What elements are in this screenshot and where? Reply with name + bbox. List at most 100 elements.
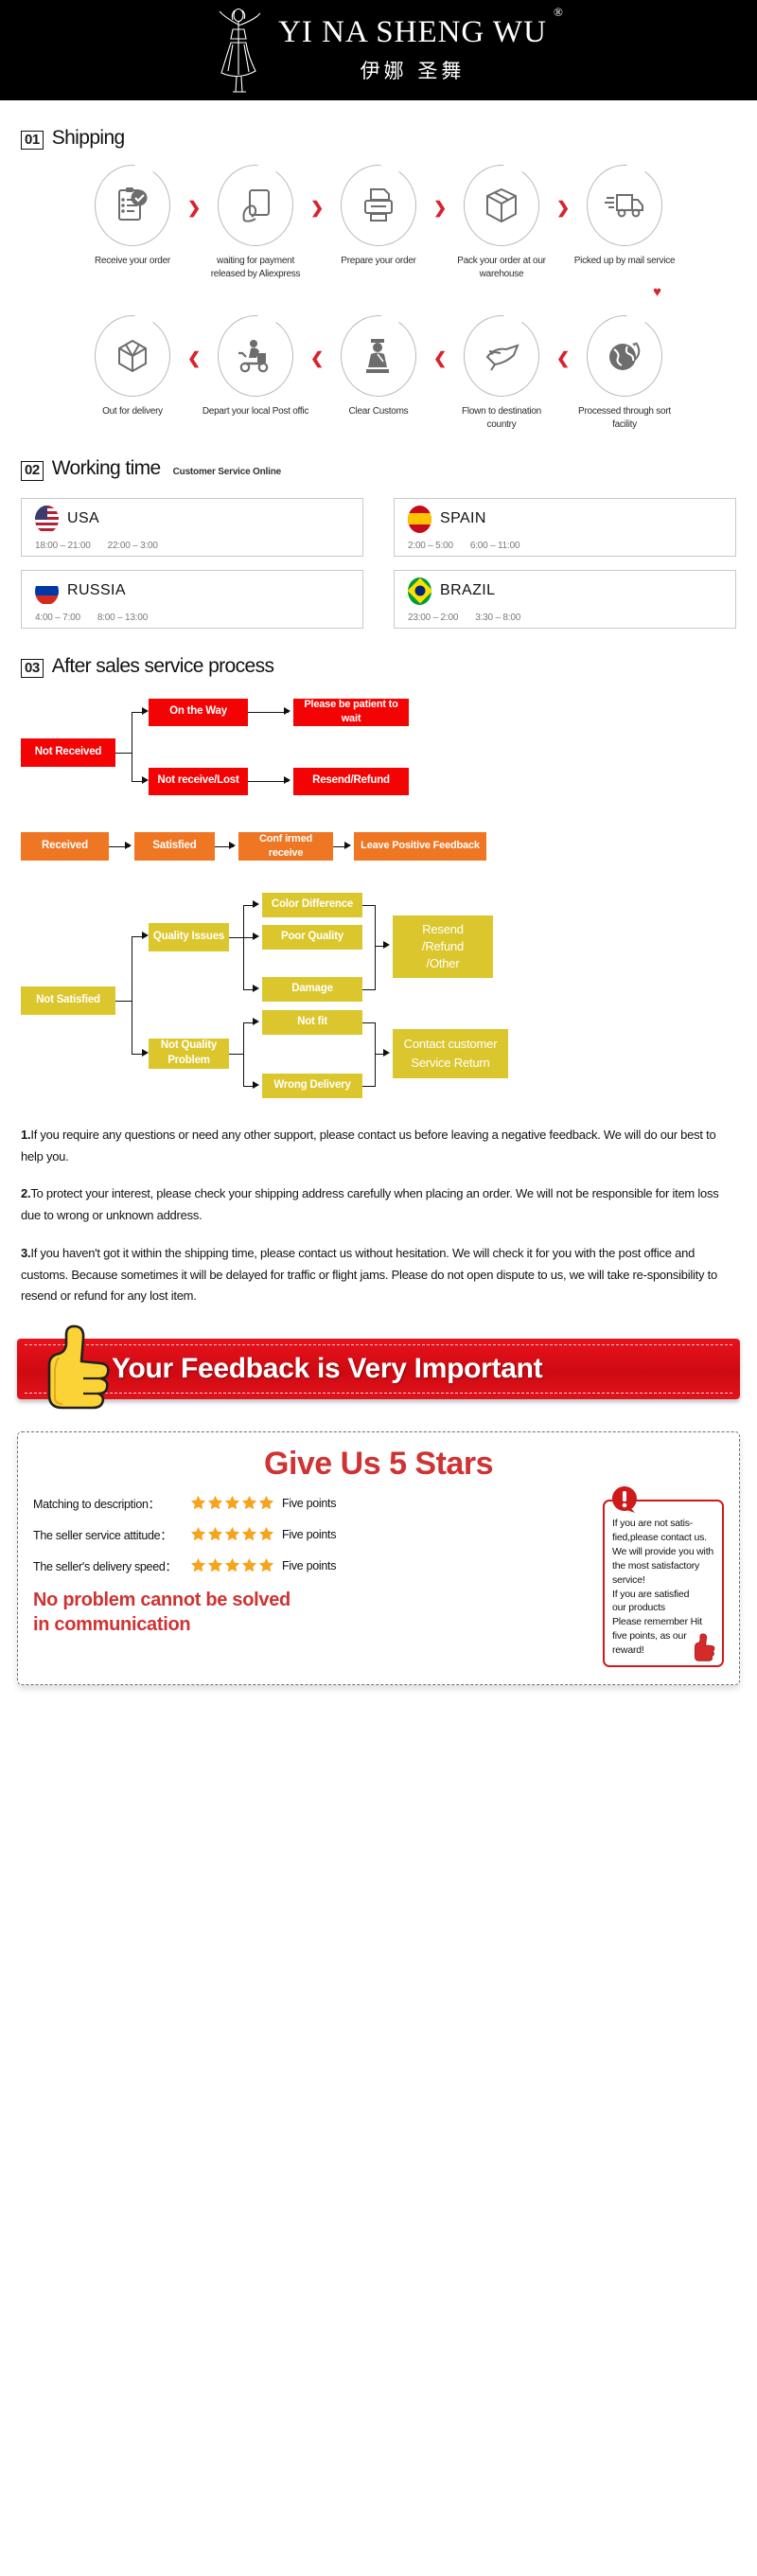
step-label: Processed through sort facility: [578, 406, 671, 430]
star-group[interactable]: [190, 1557, 274, 1573]
star-icon[interactable]: [258, 1495, 274, 1511]
star-group[interactable]: [190, 1526, 274, 1542]
note-number: 2.: [21, 1186, 31, 1201]
star-icon[interactable]: [190, 1526, 206, 1542]
truck-icon: [605, 194, 643, 218]
flow-node-quality-issues: Quality Issues: [149, 922, 229, 951]
warning-line: fied,please contact us.: [612, 1531, 707, 1543]
star-icon[interactable]: [207, 1526, 223, 1542]
time-slots: 4:00 – 7:00 8:00 – 13:00: [35, 613, 349, 623]
flow-node-received: Received: [21, 831, 109, 861]
step-oval: [341, 315, 416, 398]
star-icon[interactable]: [190, 1495, 206, 1511]
flow-node-wrong-delivery: Wrong Delivery: [262, 1073, 362, 1098]
star-group[interactable]: [190, 1495, 274, 1511]
shipping-section: 01 Shipping Receive your order ❯: [0, 127, 757, 431]
star-icon[interactable]: [207, 1495, 223, 1511]
flow-node-not-fit: Not fit: [262, 1009, 362, 1035]
working-time-card-brazil: BRAZIL 23:00 – 2:00 3:30 – 8:00: [394, 569, 736, 629]
rating-row: The seller's delivery speed： Five points: [33, 1556, 591, 1574]
flow-node-on-the-way: On the Way: [149, 698, 248, 726]
star-icon[interactable]: [224, 1557, 240, 1573]
rating-row: Matching to description： Five points: [33, 1494, 591, 1512]
flow-node-color-difference: Color Difference: [262, 892, 362, 917]
step-oval: [95, 315, 170, 398]
flow-received: Received Satisfied Conf irmed receive Le…: [21, 831, 736, 876]
rating-label: Matching to description：: [33, 1498, 160, 1511]
note-item: 1.If you require any questions or need a…: [21, 1125, 736, 1168]
refund-line: /Refund: [421, 938, 465, 953]
shipping-row-backward: Out for delivery ❮ Depart your local Pos…: [21, 315, 736, 431]
step-label: Pack your order at our warehouse: [457, 256, 546, 279]
star-icon[interactable]: [224, 1495, 240, 1511]
working-time-section: 02 Working time Customer Service Online …: [0, 457, 757, 629]
star-icon[interactable]: [207, 1557, 223, 1573]
shipping-row-forward: Receive your order ❯ waiting for payment…: [21, 165, 736, 280]
no-problem-line2: in communication: [33, 1614, 191, 1635]
star-icon[interactable]: [241, 1557, 257, 1573]
section-title: Working time: [51, 457, 162, 480]
rating-points: Five points: [282, 1558, 337, 1572]
shipping-step: Picked up by mail service: [570, 165, 679, 268]
warning-line: five points, as our: [612, 1630, 687, 1643]
country-name: SPAIN: [440, 510, 486, 526]
scooter-courier-icon: [238, 340, 269, 373]
shipping-heading: 01 Shipping: [21, 127, 736, 151]
no-problem-text: No problem cannot be solved in communica…: [33, 1588, 591, 1637]
flow-node-poor-quality: Poor Quality: [262, 924, 362, 950]
step-oval: [464, 165, 539, 247]
exclamation-icon: [611, 1486, 637, 1513]
flow-not-satisfied: Not Satisfied Quality Issues Color Diffe…: [21, 892, 736, 1100]
after-sales-heading: 03 After sales service process: [21, 655, 736, 678]
shipping-step: Out for delivery: [78, 315, 187, 418]
shipping-step: waiting for payment released by Aliexpre…: [201, 165, 310, 280]
country-name: BRAZIL: [440, 582, 496, 598]
star-icon[interactable]: [258, 1557, 274, 1573]
time-slot: 6:00 – 11:00: [469, 540, 520, 551]
flow-node-contact-service-return: Contact customer Service Return: [393, 1028, 508, 1078]
flow-node-leave-feedback: Leave Positive Feedback: [354, 831, 486, 861]
warning-line: Please remember Hit: [612, 1616, 702, 1628]
star-icon[interactable]: [241, 1495, 257, 1511]
warning-line: reward!: [612, 1644, 644, 1657]
chevron-right-icon: ❯: [556, 199, 571, 218]
step-label: Out for delivery: [102, 406, 163, 417]
star-icon[interactable]: [258, 1526, 274, 1542]
section-subtitle: Customer Service Online: [172, 467, 282, 478]
stars-panel-body: Matching to description： Five points The…: [33, 1486, 724, 1668]
star-icon[interactable]: [190, 1557, 206, 1573]
card-header: RUSSIA: [35, 577, 349, 605]
chevron-right-icon: ❯: [310, 199, 325, 218]
section-title: Shipping: [51, 127, 126, 149]
open-box-icon: [118, 340, 147, 373]
warning-box: If you are not satis- fied,please contac…: [603, 1486, 724, 1668]
step-oval: [218, 165, 293, 247]
flow-node-not-received: Not Received: [21, 737, 115, 767]
brand-name-text: YI NA SHENG WU: [278, 14, 547, 49]
star-icon[interactable]: [241, 1526, 257, 1542]
working-time-card-russia: RUSSIA 4:00 – 7:00 8:00 – 13:00: [21, 569, 363, 629]
step-label: Prepare your order: [341, 256, 416, 267]
banner-text: Your Feedback is Very Important: [112, 1353, 543, 1384]
note-text: To protect your interest, please check y…: [21, 1186, 719, 1222]
flag-russia-icon: [35, 577, 59, 605]
warning-line: service!: [612, 1573, 645, 1586]
card-header: BRAZIL: [408, 577, 722, 605]
printer-icon: [364, 188, 393, 222]
star-icon[interactable]: [224, 1526, 240, 1542]
customs-officer-icon: [366, 339, 389, 374]
flow-down-arrow: ♥: [21, 284, 736, 300]
card-header: SPAIN: [408, 505, 722, 533]
feedback-banner: Your Feedback is Very Important: [17, 1324, 740, 1411]
rating-label: The seller's delivery speed：: [33, 1560, 177, 1573]
shipping-step: Pack your order at our warehouse: [447, 165, 556, 280]
flow-node-resend-refund: Resend/Refund: [293, 767, 409, 795]
after-sales-section: 03 After sales service process Not Recei…: [0, 655, 757, 1100]
working-time-card-spain: SPAIN 2:00 – 5:00 6:00 – 11:00: [394, 497, 736, 557]
shipping-step: Prepare your order: [324, 165, 433, 268]
stars-panel: Give Us 5 Stars Matching to description：…: [17, 1431, 740, 1686]
shipping-step: Clear Customs: [324, 315, 433, 418]
step-oval: [218, 315, 293, 398]
shipping-step: Flown to destination country: [447, 315, 556, 431]
flag-spain-icon: [408, 505, 431, 533]
